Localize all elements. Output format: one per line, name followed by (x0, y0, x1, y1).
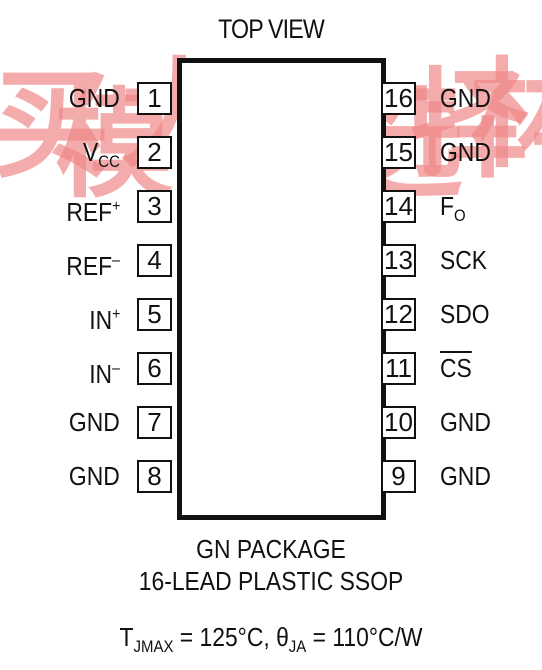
pin-number-box: 1 (137, 82, 172, 115)
pin-label-text: SCK (440, 245, 488, 275)
pin-label: GND (440, 406, 491, 439)
pin-number-box: 2 (137, 136, 172, 169)
theta-symbol: θ (276, 622, 289, 652)
pin-label-text: GND (440, 407, 491, 437)
pin-number-box: 3 (137, 190, 172, 223)
pin-number-box: 14 (381, 190, 416, 223)
pin-number-box: 12 (381, 298, 416, 331)
pin-label-superscript: + (111, 306, 120, 323)
package-description: 16-LEAD PLASTIC SSOP (138, 566, 404, 596)
tjmax-subscript: JMAX (133, 637, 174, 656)
theta-subscript: JA (288, 637, 307, 656)
pin-label: REF+ (66, 190, 120, 227)
pin-number-box: 4 (137, 244, 172, 277)
pin-label-text: GND (69, 83, 120, 113)
pin-label: SDO (440, 298, 490, 331)
pin-label: GND (440, 460, 491, 493)
pin-number-box: 9 (381, 460, 416, 493)
pin-number-box: 13 (381, 244, 416, 277)
thermal-spec: TJMAX = 125°C, θJA = 110°C/W (33, 622, 510, 657)
pin-number-box: 5 (137, 298, 172, 331)
pin-label: CS (440, 352, 472, 385)
pin-label-subscript: O (453, 206, 466, 225)
pin-number-box: 15 (381, 136, 416, 169)
tjmax-symbol: T (119, 622, 134, 652)
pin-label: GND (69, 460, 120, 493)
pin-label: GND (69, 82, 120, 115)
pin-number-box: 7 (137, 406, 172, 439)
package-name: GN PACKAGE (196, 534, 346, 564)
pin-label-text: F (440, 191, 454, 221)
pin-label-text: CS (440, 353, 472, 383)
pin-label: FO (440, 190, 466, 225)
pin-label-text: REF (66, 197, 112, 227)
pin-label-text: IN (88, 305, 112, 335)
pin-label-text: GND (440, 137, 491, 167)
pin-number-box: 16 (381, 82, 416, 115)
pin-label-text: GND (69, 461, 120, 491)
pin-label-text: GND (440, 83, 491, 113)
pin-label: GND (69, 406, 120, 439)
pin-number-box: 8 (137, 460, 172, 493)
tjmax-value: = 125°C, (173, 622, 277, 652)
pin-label-text: IN (89, 359, 113, 389)
pin-label: REF– (66, 244, 120, 281)
theta-value: = 110°C/W (306, 622, 423, 652)
pin-label: IN+ (89, 298, 120, 335)
diagram-title: TOP VIEW (218, 14, 325, 44)
pin-number-box: 10 (381, 406, 416, 439)
pin-label: VCC (83, 136, 120, 171)
ic-package-body (177, 58, 386, 520)
pin-label: GND (440, 136, 491, 169)
pin-label-superscript: – (112, 252, 120, 269)
pin-number-box: 6 (137, 352, 172, 385)
pin-label-text: V (83, 137, 99, 167)
pin-label-text: GND (69, 407, 120, 437)
pin-label-text: SDO (440, 299, 490, 329)
pin-label-superscript: + (111, 198, 120, 215)
pin-label-superscript: – (112, 360, 120, 377)
pin-label: IN– (89, 352, 120, 389)
pin-label: GND (440, 82, 491, 115)
pin-label-subscript: CC (98, 152, 120, 171)
pin-label-text: GND (440, 461, 491, 491)
watermark-char: 子 (530, 81, 542, 199)
pin-label-text: REF (66, 251, 113, 281)
pin-number-box: 11 (381, 352, 416, 385)
pin-label: SCK (440, 244, 487, 277)
